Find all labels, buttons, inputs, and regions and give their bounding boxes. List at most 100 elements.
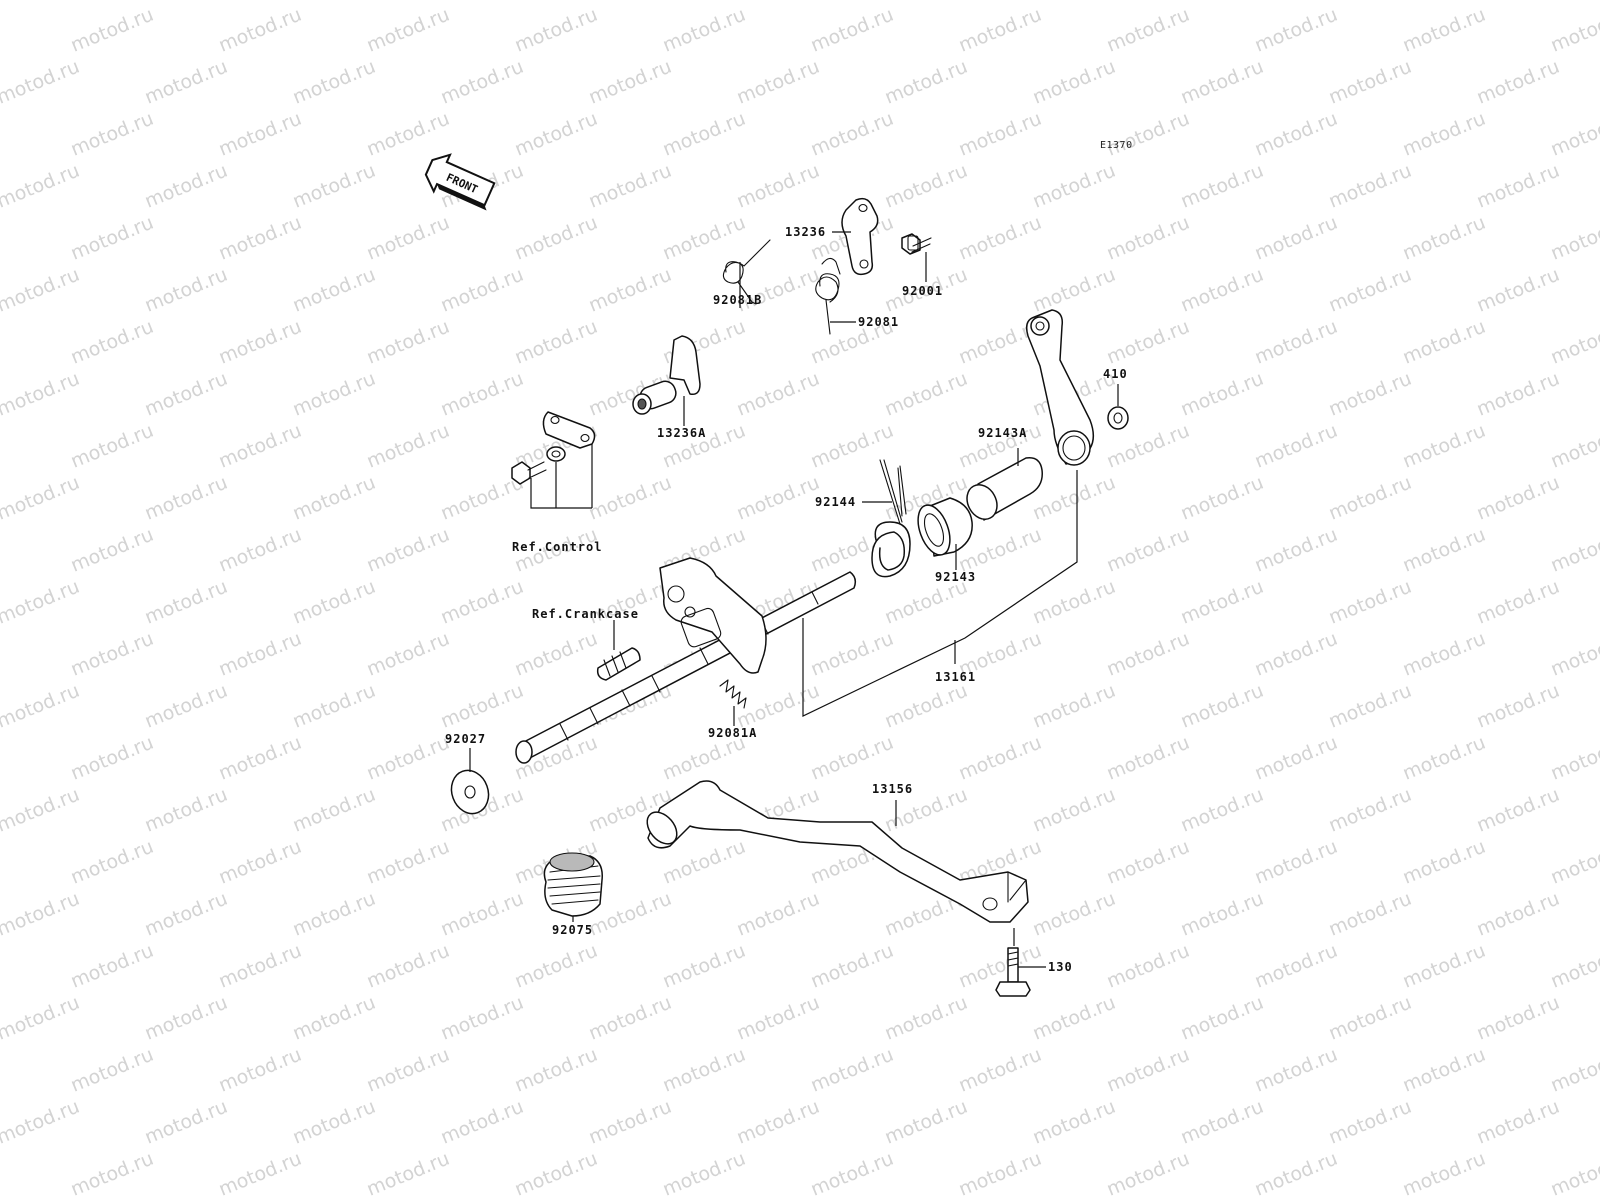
label-92027: 92027 <box>445 732 486 746</box>
watermark-text: motod.ru <box>956 732 1045 785</box>
ref-control-assembly <box>511 411 596 485</box>
watermark-text: motod.ru <box>512 316 601 369</box>
watermark-text: motod.ru <box>68 4 157 57</box>
leader-ref-control <box>530 444 593 509</box>
watermark-text: motod.ru <box>0 888 83 941</box>
watermark-text: motod.ru <box>68 940 157 993</box>
part-130-bolt <box>995 947 1031 997</box>
watermark-text: motod.ru <box>364 524 453 577</box>
watermark-text: motod.ru <box>512 4 601 57</box>
watermark-text: motod.ru <box>1326 368 1415 421</box>
watermark-text: motod.ru <box>68 108 157 161</box>
watermark-text: motod.ru <box>1030 680 1119 733</box>
watermark-text: motod.ru <box>1104 4 1193 57</box>
front-direction-arrow-icon: FRONT <box>424 153 496 211</box>
watermark-text: motod.ru <box>142 368 231 421</box>
watermark-text: motod.ru <box>1326 56 1415 109</box>
watermark-text: motod.ru <box>216 4 305 57</box>
watermark-text: motod.ru <box>512 940 601 993</box>
watermark-text: motod.ru <box>1474 1096 1563 1149</box>
watermark-text: motod.ru <box>1400 732 1489 785</box>
watermark-text: motod.ru <box>290 888 379 941</box>
watermark-text: motod.ru <box>1474 784 1563 837</box>
watermark-text: motod.ru <box>1178 368 1267 421</box>
watermark-text: motod.ru <box>216 836 305 889</box>
watermark-text: motod.ru <box>1400 108 1489 161</box>
watermark-text: motod.ru <box>1030 992 1119 1045</box>
watermark-text: motod.ru <box>1104 524 1193 577</box>
watermark-text: motod.ru <box>1474 680 1563 733</box>
part-92143-collar <box>917 497 973 557</box>
watermark-text: motod.ru <box>660 940 749 993</box>
watermark-text: motod.ru <box>734 264 823 317</box>
watermark-text: motod.ru <box>1104 940 1193 993</box>
watermark-text: motod.ru <box>290 368 379 421</box>
watermark-text: motod.ru <box>1548 940 1600 993</box>
watermark-text: motod.ru <box>808 1148 897 1200</box>
watermark-text: motod.ru <box>438 888 527 941</box>
watermark-text: motod.ru <box>1178 56 1267 109</box>
watermark-text: motod.ru <box>1474 368 1563 421</box>
watermark-text: motod.ru <box>1326 784 1415 837</box>
watermark-text: motod.ru <box>364 940 453 993</box>
watermark-text: motod.ru <box>68 212 157 265</box>
watermark-text: motod.ru <box>586 472 675 525</box>
watermark-text: motod.ru <box>660 108 749 161</box>
watermark-text: motod.ru <box>364 732 453 785</box>
watermark-text: motod.ru <box>1252 524 1341 577</box>
watermark-text: motod.ru <box>808 108 897 161</box>
watermark-text: motod.ru <box>142 680 231 733</box>
watermark-text: motod.ru <box>1548 732 1600 785</box>
watermark-text: motod.ru <box>0 1096 83 1149</box>
watermark-text: motod.ru <box>734 368 823 421</box>
watermark-text: motod.ru <box>1104 212 1193 265</box>
watermark-text: motod.ru <box>1326 264 1415 317</box>
watermark-text: motod.ru <box>290 784 379 837</box>
watermark-text: motod.ru <box>512 1044 601 1097</box>
part-shift-arm-13161 <box>1025 309 1095 466</box>
watermark-text: motod.ru <box>1474 264 1563 317</box>
watermark-text: motod.ru <box>1548 836 1600 889</box>
watermark-text: motod.ru <box>1252 4 1341 57</box>
watermark-text: motod.ru <box>438 264 527 317</box>
watermark-text: motod.ru <box>586 56 675 109</box>
label-130: 130 <box>1048 960 1073 974</box>
watermark-text: motod.ru <box>1400 524 1489 577</box>
watermark-text: motod.ru <box>0 160 83 213</box>
watermark-text: motod.ru <box>1326 680 1415 733</box>
watermark-text: motod.ru <box>438 1096 527 1149</box>
watermark-text: motod.ru <box>216 524 305 577</box>
watermark-text: motod.ru <box>364 316 453 369</box>
label-92143: 92143 <box>935 570 976 584</box>
watermark-text: motod.ru <box>1474 160 1563 213</box>
label-92081A: 92081A <box>708 726 757 740</box>
watermark-text: motod.ru <box>808 732 897 785</box>
watermark-text: motod.ru <box>1548 1148 1600 1200</box>
watermark-text: motod.ru <box>1178 160 1267 213</box>
watermark-text: motod.ru <box>1548 4 1600 57</box>
watermark-text: motod.ru <box>68 732 157 785</box>
watermark-text: motod.ru <box>882 0 971 5</box>
watermark-text: motod.ru <box>1178 472 1267 525</box>
watermark-text: motod.ru <box>0 0 83 5</box>
watermark-text: motod.ru <box>216 628 305 681</box>
watermark-text: motod.ru <box>290 0 379 5</box>
watermark-text: motod.ru <box>216 316 305 369</box>
watermark-text: motod.ru <box>1548 212 1600 265</box>
watermark-text: motod.ru <box>0 264 83 317</box>
watermark-text: motod.ru <box>734 160 823 213</box>
watermark-text: motod.ru <box>882 1096 971 1149</box>
watermark-text: motod.ru <box>0 992 83 1045</box>
watermark-text: motod.ru <box>734 888 823 941</box>
watermark-text: motod.ru <box>1548 108 1600 161</box>
watermark-text: motod.ru <box>1030 576 1119 629</box>
watermark-text: motod.ru <box>68 420 157 473</box>
watermark-text: motod.ru <box>512 1148 601 1200</box>
label-ref-control: Ref.Control <box>512 540 602 554</box>
watermark-text: motod.ru <box>586 264 675 317</box>
watermark-text: motod.ru <box>1252 1044 1341 1097</box>
watermark-text: motod.ru <box>1178 264 1267 317</box>
watermark-text: motod.ru <box>882 680 971 733</box>
watermark-text: motod.ru <box>364 836 453 889</box>
watermark-text: motod.ru <box>808 628 897 681</box>
